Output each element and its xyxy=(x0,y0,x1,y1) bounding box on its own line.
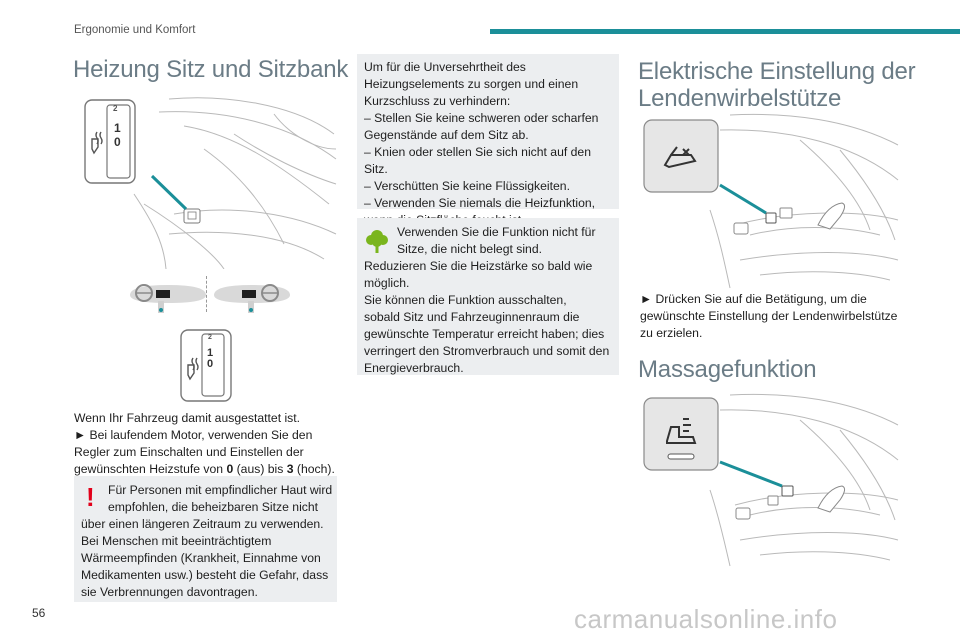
eco-line: Energieverbrauch. xyxy=(364,361,464,375)
instruction-line: ► Bei laufendem Motor, verwenden Sie den xyxy=(74,428,313,442)
safety-text: Um für die Unversehrtheit des Heizungsel… xyxy=(364,59,616,229)
warning-line: über einen längeren Zeitraum zu verwende… xyxy=(81,517,324,531)
switch-label-0: 0 xyxy=(114,135,121,149)
instruction-line: ► Drücken Sie auf die Betätigung, um die xyxy=(640,292,867,306)
warning-line: empfohlen, die beheizbaren Sitze nicht xyxy=(108,500,319,514)
warning-text-first: Für Personen mit empfindlicher Haut wird… xyxy=(108,482,336,516)
eco-text-first: Verwenden Sie die Funktion nicht für Sit… xyxy=(397,224,617,258)
switch-label-2: 2 xyxy=(113,104,118,113)
instruction-text: (hoch). xyxy=(293,462,335,476)
safety-line: Gegenstände auf dem Sitz ab. xyxy=(364,128,529,142)
massage-icon xyxy=(643,397,719,471)
safety-line: – Verschütten Sie keine Flüssigkeiten. xyxy=(364,179,570,193)
safety-line: – Verwenden Sie niemals die Heizfunktion… xyxy=(364,196,596,210)
eco-line: gewünschte Temperatur erreicht haben; di… xyxy=(364,327,605,341)
safety-line: Um für die Unversehrtheit des xyxy=(364,60,526,74)
watermark: carmanualsonline.info xyxy=(574,604,838,634)
lumbar-title-line: Elektrische Einstellung der xyxy=(638,58,916,85)
eco-text-rest: Reduzieren Sie die Heizstärke so bald wi… xyxy=(364,258,618,377)
safety-line: – Knien oder stellen Sie sich nicht auf … xyxy=(364,145,591,176)
instruction-line: gewünschte Einstellung der Lendenwirbels… xyxy=(640,309,898,323)
header-accent-bar xyxy=(490,29,960,34)
warning-icon: ! xyxy=(86,482,95,512)
safety-line: Heizungselements zu sorgen und einen xyxy=(364,77,579,91)
page-number: 56 xyxy=(32,606,46,620)
eco-line: möglich. xyxy=(364,276,410,290)
level-min: 0 xyxy=(226,462,234,476)
lumbar-title: Elektrische Einstellung der Lendenwirbel… xyxy=(638,58,938,112)
warning-line: Medikamenten usw.) besteht die Gefahr, d… xyxy=(81,568,329,582)
eco-line: Sie können die Funktion ausschalten, xyxy=(364,293,567,307)
section-header: Ergonomie und Komfort xyxy=(74,24,196,36)
eco-line: verringert den Stromverbrauch und somit … xyxy=(364,344,610,358)
safety-note: Um für die Unversehrtheit des Heizungsel… xyxy=(357,54,619,227)
switch-label-1: 1 xyxy=(207,347,214,359)
eco-line: Sitze, die nicht belegt sind. xyxy=(397,242,542,256)
instruction-line: gewünschten Heizstufe von 0 (aus) bis 3 … xyxy=(74,461,344,478)
lumbar-illustration xyxy=(640,110,902,290)
instruction-line: zu erzielen. xyxy=(640,326,703,340)
lumbar-support-icon xyxy=(643,119,719,193)
left-hand-drive-steering-icon xyxy=(128,279,206,315)
divider xyxy=(206,276,208,312)
eco-tree-icon xyxy=(365,227,389,255)
eco-line: Reduzieren Sie die Heizstärke so bald wi… xyxy=(364,259,593,273)
warning-line: sie Verbrennungen davontragen. xyxy=(81,585,258,599)
massage-title: Massagefunktion xyxy=(638,356,817,383)
lumbar-title-line: Lendenwirbelstütze xyxy=(638,85,842,112)
seat-heating-illustration xyxy=(74,94,339,269)
seat-heating-switch-icon xyxy=(84,99,136,184)
switch-label-2: 2 xyxy=(208,334,212,341)
switch-label-0: 0 xyxy=(207,358,214,370)
lumbar-instruction: ► Drücken Sie auf die Betätigung, um die… xyxy=(640,291,910,342)
massage-illustration xyxy=(640,390,902,568)
warning-line: Für Personen mit empfindlicher Haut wird xyxy=(108,483,333,497)
eco-line: sobald Sitz und Fahrzeuginnenraum die xyxy=(364,310,580,324)
instruction-text: gewünschten Heizstufe von xyxy=(74,462,227,476)
right-hand-drive-steering-icon xyxy=(212,279,290,315)
safety-line: Kurzschluss zu verhindern: xyxy=(364,94,511,108)
availability-text: Wenn Ihr Fahrzeug damit ausgestattet ist… xyxy=(74,411,301,425)
warning-note: ! Für Personen mit empfindlicher Haut wi… xyxy=(74,476,337,602)
seat-heating-switch-icon xyxy=(180,329,232,402)
instruction-line: Regler zum Einschalten und Einstellen de… xyxy=(74,445,304,459)
eco-note: Verwenden Sie die Funktion nicht für Sit… xyxy=(357,218,619,375)
warning-text-rest: über einen längeren Zeitraum zu verwende… xyxy=(81,516,335,601)
instruction-text: (aus) bis xyxy=(233,462,287,476)
eco-line: Verwenden Sie die Funktion nicht für xyxy=(397,225,596,239)
safety-line: – Stellen Sie keine schweren oder scharf… xyxy=(364,111,599,125)
switch-label-1: 1 xyxy=(114,121,121,135)
seat-heating-title: Heizung Sitz und Sitzbank xyxy=(73,56,349,83)
warning-line: Wärmeempfinden (Krankheit, Einnahme von xyxy=(81,551,321,565)
warning-line: Bei Menschen mit beeinträchtigtem xyxy=(81,534,272,548)
level-max: 3 xyxy=(286,462,294,476)
heating-instruction: ► Bei laufendem Motor, verwenden Sie den… xyxy=(74,427,344,478)
